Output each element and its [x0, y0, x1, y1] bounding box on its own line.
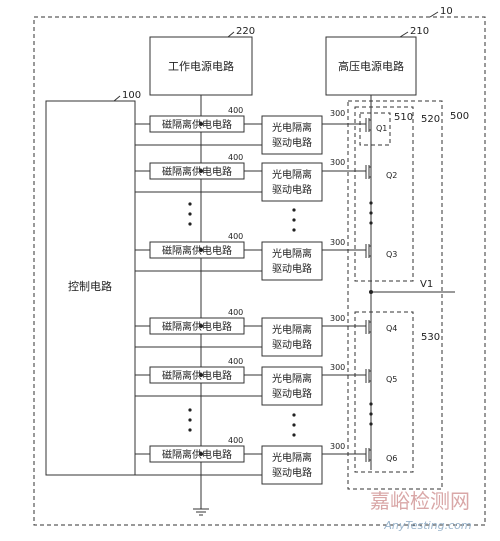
label-optical: 300 [330, 158, 345, 167]
label-magnetic: 400 [228, 106, 243, 115]
optical-block [261, 162, 323, 202]
optical-title-1: 光电隔离 [272, 121, 312, 134]
label-q1-frame: 510 [394, 112, 413, 123]
label-lower-group: 530 [421, 332, 440, 343]
magnetic-title: 磁隔离供电电路 [162, 244, 232, 257]
optical-block [261, 241, 323, 281]
switch-frame-510 [359, 112, 391, 146]
optical-title-2: 驱动电路 [272, 466, 312, 479]
optical-title-1: 光电隔离 [272, 168, 312, 181]
label-upper-group: 520 [421, 114, 440, 125]
optical-title-2: 驱动电路 [272, 136, 312, 149]
hv-power-title: 高压电源电路 [338, 59, 404, 73]
label-working-power: 220 [236, 26, 255, 37]
magnetic-title: 磁隔离供电电路 [162, 320, 232, 333]
optical-block [261, 445, 323, 485]
label-magnetic: 400 [228, 308, 243, 317]
switch-group-520 [354, 106, 414, 282]
label-magnetic: 400 [228, 153, 243, 162]
magnetic-title: 磁隔离供电电路 [162, 165, 232, 178]
label-v1: V1 [420, 279, 433, 290]
switch-group-530 [354, 311, 414, 473]
control-block [45, 100, 136, 476]
optical-title-1: 光电隔离 [272, 247, 312, 260]
label-optical: 300 [330, 238, 345, 247]
label-control: 100 [122, 90, 141, 101]
label-optical: 300 [330, 442, 345, 451]
optical-title-1: 光电隔离 [272, 323, 312, 336]
watermark-en: AnyTesting.com [383, 519, 471, 532]
optical-title-2: 驱动电路 [272, 183, 312, 196]
switch-group-500 [347, 100, 443, 490]
optical-title-2: 驱动电路 [272, 262, 312, 275]
working-power-block [149, 36, 253, 96]
optical-block [261, 366, 323, 406]
switch-label: Q1 [376, 124, 387, 133]
label-magnetic: 400 [228, 357, 243, 366]
optical-title-1: 光电隔离 [272, 451, 312, 464]
switch-label: Q2 [386, 171, 397, 180]
label-optical: 300 [330, 363, 345, 372]
label-switch-group: 500 [450, 111, 469, 122]
working-power-title: 工作电源电路 [168, 59, 234, 73]
switch-label: Q5 [386, 375, 397, 384]
label-magnetic: 400 [228, 436, 243, 445]
optical-title-2: 驱动电路 [272, 338, 312, 351]
control-title: 控制电路 [68, 279, 112, 293]
switch-label: Q6 [386, 454, 397, 463]
optical-title-2: 驱动电路 [272, 387, 312, 400]
label-optical: 300 [330, 109, 345, 118]
system-frame [33, 16, 486, 526]
label-optical: 300 [330, 314, 345, 323]
hv-power-block [325, 36, 417, 96]
label-magnetic: 400 [228, 232, 243, 241]
label-system: 10 [440, 6, 453, 17]
switch-label: Q4 [386, 324, 397, 333]
magnetic-title: 磁隔离供电电路 [162, 369, 232, 382]
magnetic-title: 磁隔离供电电路 [162, 118, 232, 131]
optical-block [261, 317, 323, 357]
optical-title-1: 光电隔离 [272, 372, 312, 385]
optical-block [261, 115, 323, 155]
watermark-cn: 嘉峪检测网 [370, 489, 470, 513]
magnetic-title: 磁隔离供电电路 [162, 448, 232, 461]
label-hv-power: 210 [410, 26, 429, 37]
switch-label: Q3 [386, 250, 397, 259]
ellipsis-dots [188, 201, 373, 437]
